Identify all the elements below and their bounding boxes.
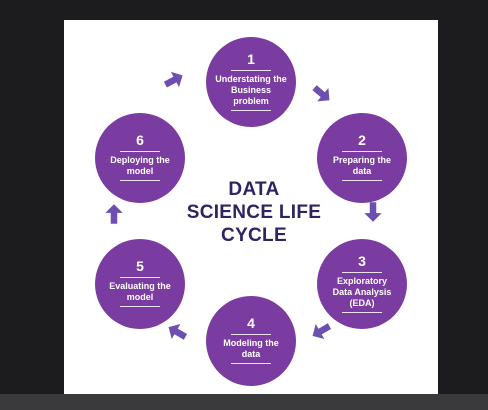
stage-number: 5 xyxy=(136,258,144,274)
stage-divider xyxy=(342,180,382,181)
stage-divider xyxy=(120,180,160,181)
stage-divider xyxy=(231,109,271,111)
stage-divider xyxy=(231,334,271,335)
arrow-icon xyxy=(168,323,188,340)
diagram-title: DATA SCIENCE LIFE CYCLE xyxy=(174,178,334,247)
stage-divider xyxy=(231,363,271,364)
stage-2-circle: 2 Preparing the data xyxy=(317,113,407,203)
arrow-icon xyxy=(105,204,123,224)
title-line: CYCLE xyxy=(221,225,287,246)
stage-number: 2 xyxy=(358,132,366,148)
stage-number: 3 xyxy=(358,252,366,269)
stage-label: Understating the Business problem xyxy=(215,73,287,106)
stage-divider xyxy=(120,306,160,307)
stage-label: Exploratory Data Analysis (EDA) xyxy=(332,275,392,308)
stage-1-circle: 1 Understating the Business problem xyxy=(206,37,296,127)
stage-number: 6 xyxy=(136,132,144,148)
stage-divider xyxy=(342,271,382,273)
stage-3-circle: 3 Exploratory Data Analysis (EDA) xyxy=(317,239,407,329)
stage-number: 4 xyxy=(247,315,255,331)
arrow-icon xyxy=(364,202,382,222)
stage-divider xyxy=(120,277,160,278)
bottom-bar xyxy=(0,394,488,410)
stage-label: Evaluating the model xyxy=(109,281,171,302)
title-line: SCIENCE LIFE xyxy=(186,202,322,223)
stage-label: Modeling the data xyxy=(223,338,279,359)
title-line: DATA xyxy=(228,179,280,200)
stage-label: Deploying the model xyxy=(110,155,170,176)
arrow-icon xyxy=(312,85,330,102)
stage-5-circle: 5 Evaluating the model xyxy=(95,239,185,329)
arrow-icon xyxy=(312,323,332,340)
stage-divider xyxy=(342,311,382,313)
stage-label: Preparing the data xyxy=(332,155,391,176)
stage-divider xyxy=(120,151,160,152)
stage-4-circle: 4 Modeling the data xyxy=(206,296,296,386)
stage-divider xyxy=(231,69,271,71)
arrow-icon xyxy=(163,71,183,88)
diagram-canvas: DATA SCIENCE LIFE CYCLE 1 Understating t… xyxy=(64,20,438,394)
stage-divider xyxy=(342,151,382,152)
stage-number: 1 xyxy=(247,50,255,67)
stage-6-circle: 6 Deploying the model xyxy=(95,113,185,203)
